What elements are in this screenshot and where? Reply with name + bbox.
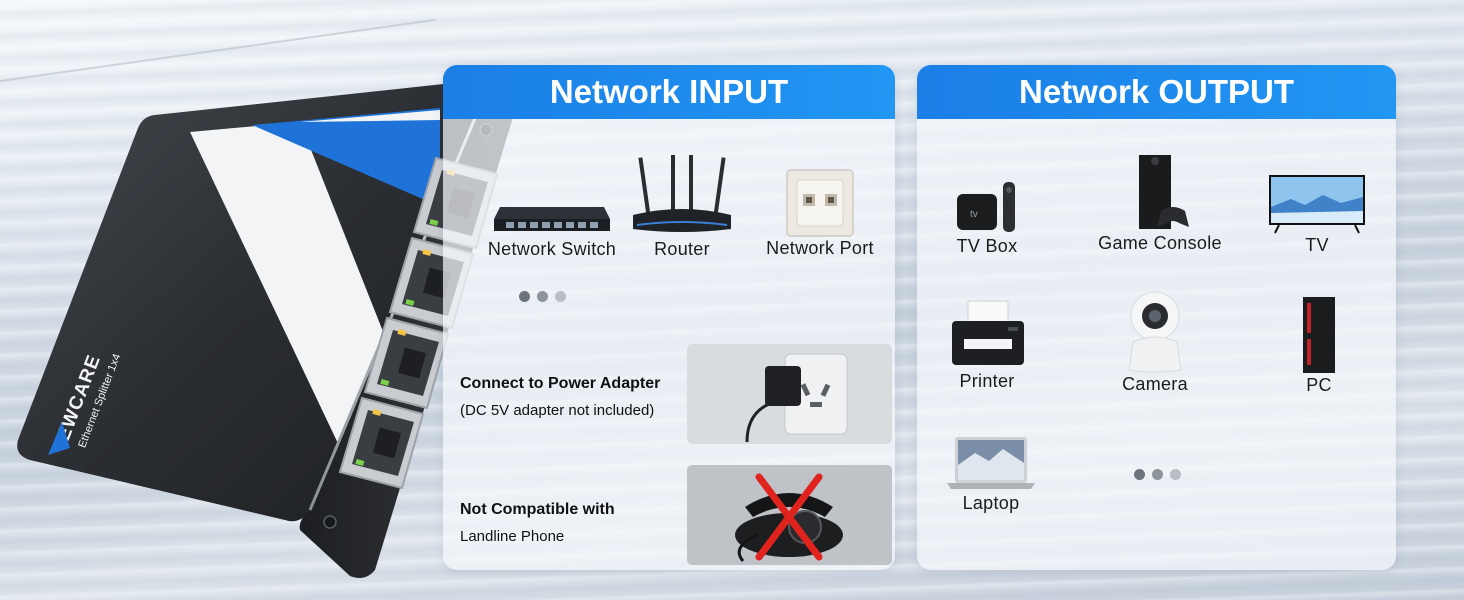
tv-icon	[1269, 175, 1365, 234]
output-item-laptop: Laptop	[941, 435, 1041, 514]
dot	[537, 291, 548, 302]
brand-logo-icon	[48, 422, 70, 455]
output-item-label: TV	[1305, 235, 1329, 255]
cross-icon	[755, 473, 823, 561]
dot	[1170, 469, 1181, 480]
pagination-dots	[1134, 469, 1181, 480]
output-item-console: Game Console	[1085, 153, 1235, 254]
dot	[1134, 469, 1145, 480]
wall-port-icon	[786, 169, 854, 237]
laptop-icon	[947, 437, 1035, 489]
dot	[519, 291, 530, 302]
svg-text:tv: tv	[970, 209, 978, 220]
input-item-label: Router	[654, 239, 710, 259]
game-console-icon	[1139, 155, 1189, 229]
output-panel-title: Network OUTPUT	[917, 65, 1396, 119]
power-note-title: Connect to Power Adapter	[460, 375, 661, 392]
input-item-label: Network Port	[766, 238, 874, 258]
power-note-subtitle: (DC 5V adapter not included)	[460, 402, 655, 419]
compat-note-subtitle: Landline Phone	[460, 528, 565, 545]
printer-icon	[952, 300, 1024, 365]
compat-note: Not Compatible with Landline Phone	[460, 501, 615, 545]
output-item-label: TV Box	[956, 236, 1018, 256]
output-item-label: Game Console	[1098, 233, 1222, 253]
pagination-dots	[519, 291, 566, 302]
output-item-label: PC	[1306, 375, 1332, 395]
input-panel-title: Network INPUT	[443, 65, 895, 119]
router-icon	[633, 155, 731, 232]
output-item-tv-box: tv TV Box	[937, 180, 1037, 257]
tv-box-icon: tv	[957, 182, 1015, 232]
rj45-port-3	[363, 316, 450, 410]
output-item-printer: Printer	[937, 299, 1037, 392]
output-item-tv: TV	[1265, 173, 1369, 256]
output-item-label: Laptop	[962, 493, 1020, 513]
output-item-pc: PC	[1289, 295, 1349, 396]
input-item-router: Router	[627, 155, 737, 260]
output-item-camera: Camera	[1105, 290, 1205, 395]
power-note: Connect to Power Adapter (DC 5V adapter …	[460, 375, 660, 419]
output-item-label: Camera	[1122, 374, 1188, 394]
input-item-switch: Network Switch	[487, 199, 617, 260]
input-item-port: Network Port	[755, 168, 885, 259]
screw-icon	[323, 515, 337, 529]
rj45-port-4	[338, 396, 425, 490]
device-blue-stripe	[252, 108, 440, 200]
network-output-panel: Network OUTPUT tv TV Box Game Console TV	[917, 65, 1396, 570]
compat-note-title: Not Compatible with	[460, 501, 615, 518]
camera-icon	[1128, 291, 1182, 373]
network-switch-icon	[494, 207, 610, 231]
network-input-panel: Network INPUT Network Switch Router	[443, 65, 895, 570]
input-item-label: Network Switch	[487, 239, 617, 259]
dot	[555, 291, 566, 302]
pc-icon	[1303, 297, 1335, 373]
dot	[1152, 469, 1163, 480]
power-adapter-photo	[687, 344, 892, 444]
output-item-label: Printer	[959, 371, 1015, 391]
landline-phone-photo	[687, 465, 892, 565]
